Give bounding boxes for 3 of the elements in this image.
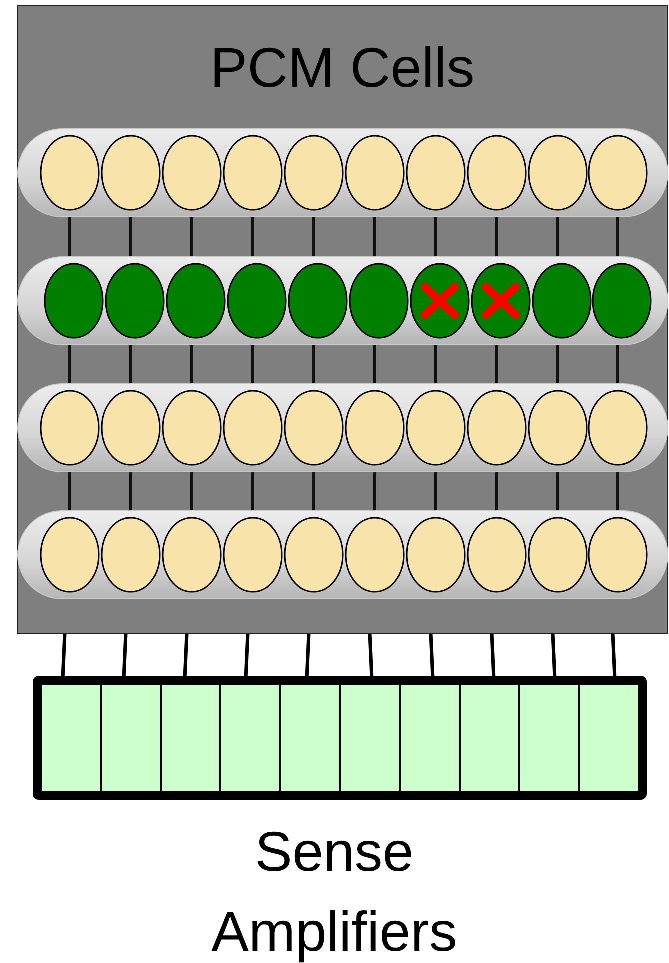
- panel-title: PCM Cells: [209, 36, 476, 100]
- node-label: Sense Amplifiers: [210, 819, 458, 963]
- cell-array-panel: [17, 5, 668, 634]
